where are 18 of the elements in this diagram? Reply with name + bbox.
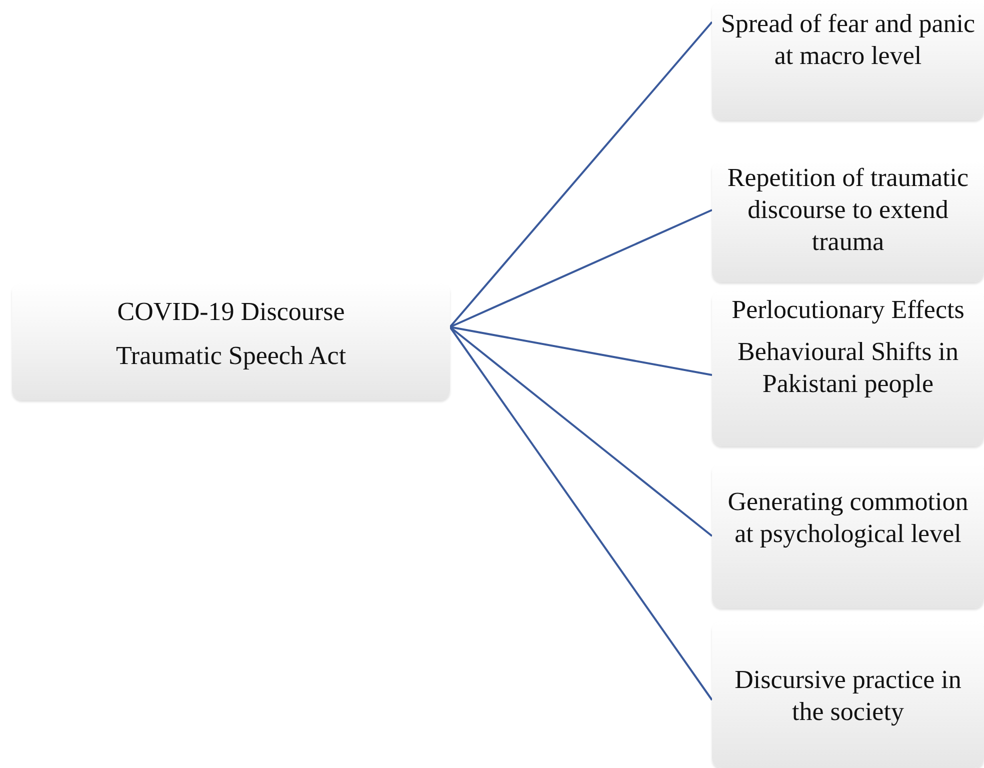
rounded-box bbox=[712, 160, 984, 282]
connector-line bbox=[449, 326, 713, 537]
rounded-box bbox=[712, 620, 984, 768]
node-text: Repetition of traumatic discourse to extend trauma bbox=[726, 162, 970, 258]
node-text: Generating commotion at psychological level bbox=[726, 486, 970, 550]
node-text: Behavioural Shifts in Pakistani people bbox=[736, 336, 960, 400]
node-text: COVID-19 Discourse Traumatic Speech Act bbox=[114, 296, 348, 372]
connector-line bbox=[449, 21, 713, 328]
node-text: Perlocutionary Effects bbox=[730, 294, 966, 326]
rounded-box bbox=[712, 0, 984, 120]
rounded-box bbox=[712, 290, 984, 446]
connector-line bbox=[449, 326, 713, 701]
node-text: Discursive practice in the society bbox=[734, 664, 962, 728]
rounded-box bbox=[12, 282, 450, 400]
connector-line bbox=[450, 326, 712, 376]
connector-line bbox=[450, 209, 712, 328]
node-text: Spread of fear and panic at macro level bbox=[720, 8, 976, 72]
rounded-box bbox=[712, 462, 984, 608]
